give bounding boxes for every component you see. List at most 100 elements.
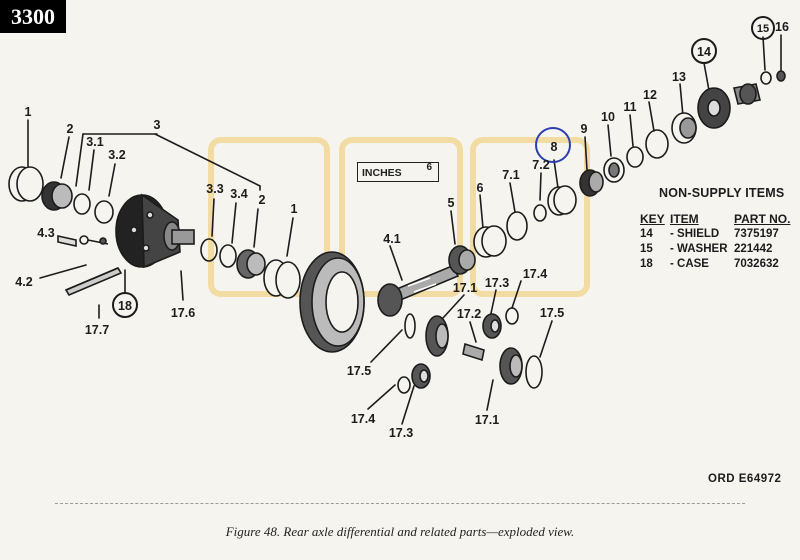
callout-174b: 17.4 (351, 412, 375, 426)
row-part: 7375197 (734, 228, 779, 240)
part-1-bearing-cup-right (263, 259, 301, 299)
callout-175a: 17.5 (347, 364, 371, 378)
leader-10 (607, 124, 612, 157)
part-173b-pinion-mate (411, 363, 431, 389)
part-34-shim (219, 244, 237, 268)
leader-5 (450, 210, 456, 245)
part-15-washer (760, 71, 772, 85)
callout-171a: 17.1 (453, 281, 477, 295)
leader-32 (108, 163, 116, 197)
callout-41: 4.1 (383, 232, 400, 246)
leader-34 (231, 202, 237, 244)
part-10-oil-seal (603, 157, 625, 183)
row-item: - SHIELD (670, 228, 720, 240)
callout-16: 16 (775, 20, 789, 34)
row-key: 18 (640, 258, 653, 270)
header-key: KEY (640, 212, 665, 226)
callout-8: 8 (551, 140, 558, 154)
leader-72 (539, 172, 542, 201)
table-row: 14 - SHIELD 7375197 (640, 227, 800, 241)
part-31-shim (73, 193, 91, 215)
callout-31: 3.1 (86, 135, 103, 149)
leader-176 (180, 270, 184, 301)
table-title: NON-SUPPLY ITEMS (659, 186, 785, 200)
leader-171b (486, 379, 494, 411)
highlight-frame-right (470, 137, 590, 297)
part-41-drive-pinion (377, 264, 460, 317)
callout-43: 4.3 (37, 226, 54, 240)
leader-2a (60, 136, 70, 179)
row-key: 15 (640, 243, 653, 255)
part-5-pinion-bearing (448, 245, 476, 275)
part-6-bearing-cup (473, 225, 507, 258)
leader-2b (253, 208, 259, 248)
leader-41 (389, 245, 403, 281)
part-33-shim (200, 238, 218, 262)
callout-15: 15 (757, 23, 769, 35)
figure-caption: Figure 48. Rear axle differential and re… (225, 524, 575, 539)
callout-5: 5 (448, 196, 455, 210)
callout-3: 3 (154, 118, 161, 132)
callout-18: 18 (118, 299, 132, 313)
leader-71 (509, 182, 516, 213)
callout-33: 3.3 (206, 182, 223, 196)
part-8-bearing-cup (547, 185, 577, 216)
callout-6: 6 (477, 181, 484, 195)
callout-13: 13 (672, 70, 686, 84)
part-172-shaft (462, 342, 485, 362)
table-header-row: KEY ITEM PART NO. (640, 212, 800, 226)
circle-14 (691, 38, 717, 64)
leader-33 (211, 198, 215, 237)
part-72-spacer (533, 204, 547, 222)
row-part: 7032632 (734, 258, 779, 270)
leader-1b (286, 217, 294, 257)
leader-12 (648, 101, 655, 132)
callout-173b: 17.3 (389, 426, 413, 440)
part-12-washer (645, 129, 669, 159)
part-41-ring-gear (299, 251, 365, 353)
callout-174a: 17.4 (523, 267, 547, 281)
leader-174b (367, 384, 396, 410)
non-supply-items-table: NON-SUPPLY ITEMS KEY ITEM PART NO. 14 - … (640, 186, 800, 271)
inches-scale-box: INCHES 6 (357, 162, 439, 182)
ord-reference: ORD E64972 (708, 473, 782, 485)
callout-42: 4.2 (15, 275, 32, 289)
table-row: 18 - CASE 7032632 (640, 257, 800, 271)
inches-label: INCHES (362, 167, 402, 179)
highlight-circle-8 (535, 127, 571, 163)
callout-71: 7.1 (502, 168, 519, 182)
row-key: 14 (640, 228, 653, 240)
part-174b-thrust-washer (397, 376, 411, 394)
leader-172 (469, 321, 477, 343)
part-175b-thrust-washer (525, 355, 543, 389)
leader-6 (479, 194, 484, 229)
leader-175b (539, 320, 553, 358)
leader-175a (370, 329, 403, 363)
callout-11: 11 (623, 100, 636, 114)
part-174a-thrust-washer (505, 307, 519, 325)
callout-171b: 17.1 (475, 413, 499, 427)
highlight-frame-left (208, 137, 330, 297)
callout-72: 7.2 (532, 158, 549, 172)
leader-173b (401, 385, 415, 425)
part-yoke (733, 83, 761, 105)
callout-2a: 2 (67, 122, 74, 136)
leader-8 (553, 159, 559, 189)
circle-18 (112, 292, 138, 318)
part-18-differential-case (115, 193, 195, 269)
part-2-bearing-cone-right (236, 249, 266, 279)
circle-15 (751, 16, 775, 40)
row-item: - CASE (670, 258, 709, 270)
leader-9 (584, 136, 588, 171)
bracket-3-left-leg (75, 133, 84, 187)
callout-10: 10 (601, 110, 615, 124)
part-2-bearing-cone-left (41, 181, 73, 211)
divider-rule (55, 503, 745, 504)
header-part: PART NO. (734, 212, 791, 226)
callout-14: 14 (697, 45, 711, 59)
page-number-badge: 3300 (0, 0, 66, 33)
table-row: 15 - WASHER 221442 (640, 242, 800, 256)
